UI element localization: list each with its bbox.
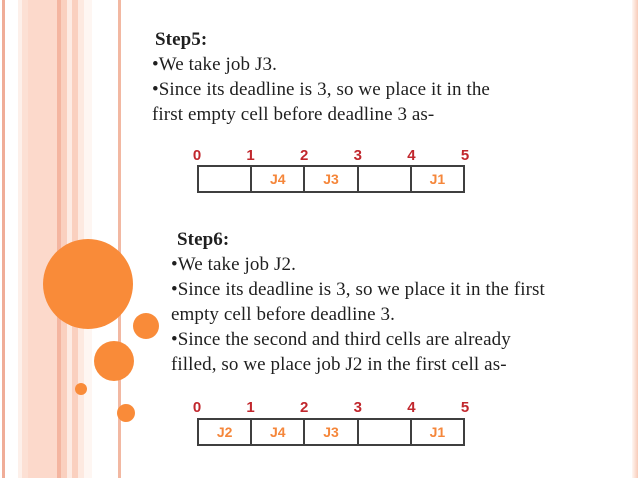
timeline-cell: J4 xyxy=(252,420,306,444)
decorative-circle-small-bottom xyxy=(117,404,135,422)
tick-label: 3 xyxy=(353,147,362,164)
timeline-step6: 0 1 2 3 4 5 J2 J4 J3 J1 xyxy=(193,399,469,446)
timeline-cell: J4 xyxy=(252,167,306,191)
timeline-cell xyxy=(359,167,412,191)
timeline-cell: J1 xyxy=(429,171,446,187)
tick-label: 0 xyxy=(192,147,202,164)
step6-line: •We take job J2. xyxy=(171,254,296,275)
step5-line: first empty cell before deadline 3 as- xyxy=(152,104,435,125)
decorative-circle-large xyxy=(43,239,133,329)
timeline-cell xyxy=(359,420,412,444)
left-stripe-decoration xyxy=(0,0,130,478)
step6-text-block: Step6: •We take job J2. •Since its deadl… xyxy=(171,227,545,377)
timeline-cell: J2 xyxy=(199,420,253,444)
timeline-step5: 0 1 2 3 4 5 J4 J3 J1 xyxy=(193,147,469,193)
timeline-cell: J3 xyxy=(305,420,359,444)
timeline-cell: J3 xyxy=(305,167,359,191)
tick-label: 3 xyxy=(353,399,362,416)
step5-text-block: Step5: •We take job J3. •Since its deadl… xyxy=(152,27,490,127)
step6-line: empty cell before deadline 3. xyxy=(171,304,395,325)
decorative-circle-small-right xyxy=(133,313,159,339)
tick-label: 1 xyxy=(246,399,255,416)
step5-heading: Step5: xyxy=(155,29,208,50)
step6-line: •Since the second and third cells are al… xyxy=(171,329,511,350)
tick-label: 4 xyxy=(407,147,416,164)
tick-label: 5 xyxy=(460,147,470,164)
tick-label: 4 xyxy=(407,399,416,416)
step6-heading: Step6: xyxy=(177,229,230,250)
decorative-circle-tiny xyxy=(75,383,87,395)
step6-line: filled, so we place job J2 in the first … xyxy=(171,354,507,375)
timeline-step6-cells: J2 J4 J3 J1 xyxy=(197,418,465,446)
timeline-cell xyxy=(199,167,253,191)
decorative-circle-medium xyxy=(94,341,134,381)
timeline-step5-tick-row: 0 1 2 3 4 5 xyxy=(193,147,469,164)
timeline-step5-cells: J4 J3 J1 xyxy=(197,165,465,193)
timeline-cell: J1 xyxy=(429,424,446,440)
tick-label: 0 xyxy=(192,399,202,416)
tick-label: 5 xyxy=(460,399,470,416)
step5-line: •Since its deadline is 3, so we place it… xyxy=(152,79,490,100)
right-stripe-decoration xyxy=(632,0,638,478)
tick-label: 2 xyxy=(300,399,309,416)
step6-line: •Since its deadline is 3, so we place it… xyxy=(171,279,545,300)
tick-label: 2 xyxy=(300,147,309,164)
tick-label: 1 xyxy=(246,147,255,164)
timeline-step6-tick-row: 0 1 2 3 4 5 xyxy=(193,399,469,416)
step5-line: •We take job J3. xyxy=(152,54,277,75)
